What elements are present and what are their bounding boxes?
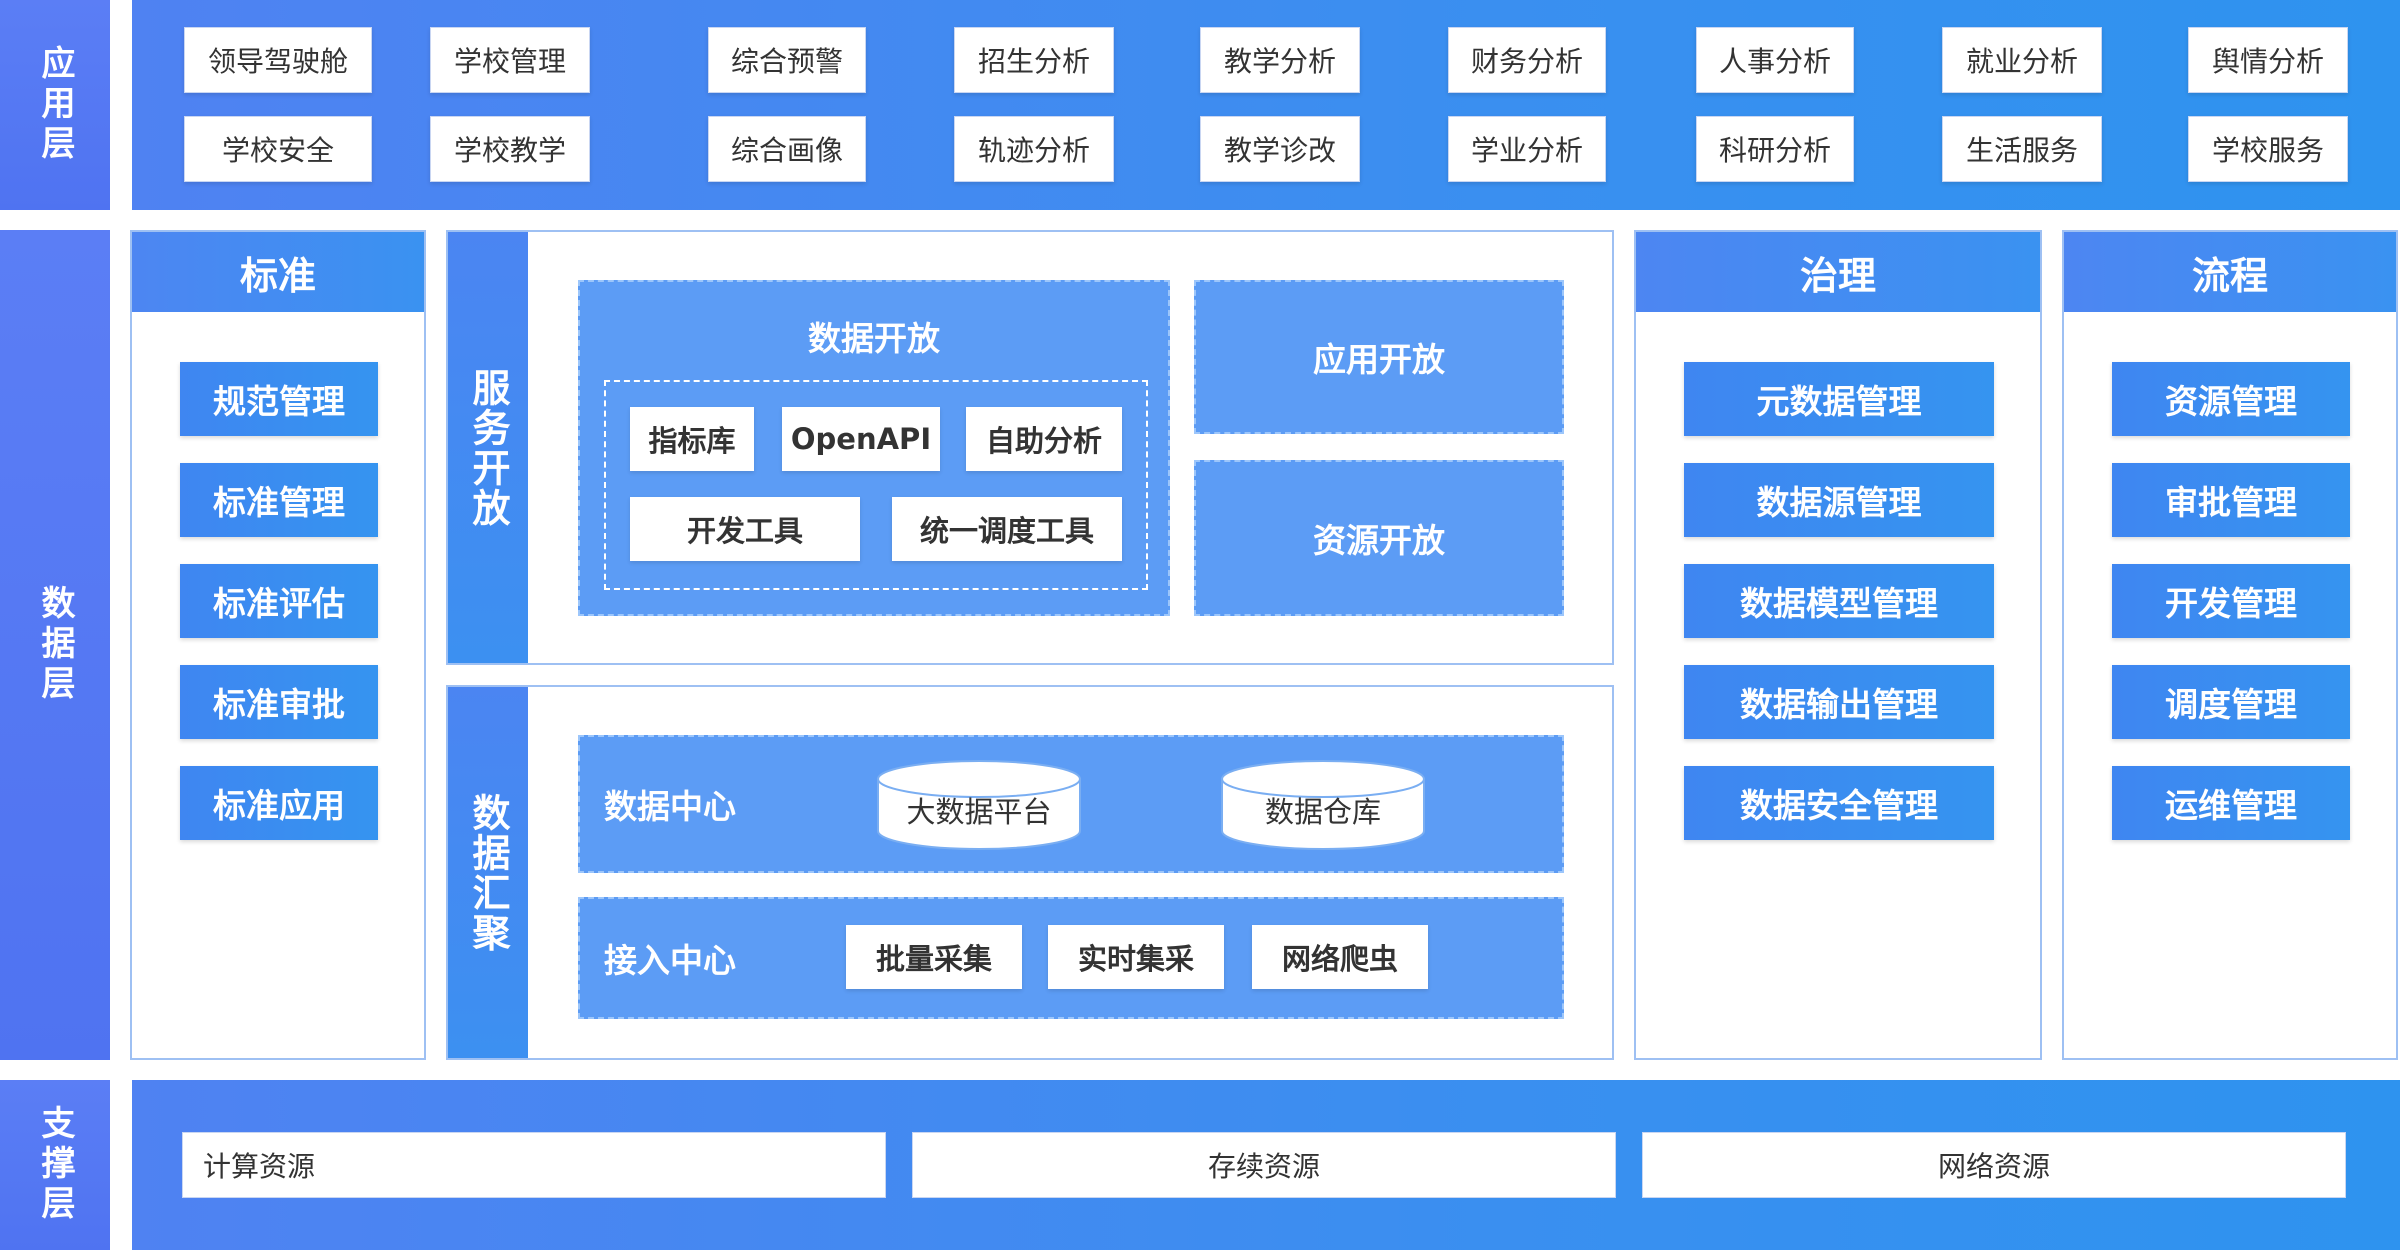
data-converge-panel: 数据汇聚 数据中心 大数据平台 数据仓库 接入中心 批量采集 实时集采 网络爬虫 <box>446 685 1614 1060</box>
data-converge-strip: 数据汇聚 <box>448 687 528 1058</box>
access-chip[interactable]: 实时集采 <box>1048 925 1224 989</box>
process-panel: 流程 资源管理 审批管理 开发管理 调度管理 运维管理 <box>2062 230 2398 1060</box>
app-module[interactable]: 科研分析 <box>1696 116 1854 182</box>
standard-item[interactable]: 标准应用 <box>180 766 378 840</box>
tool-chip[interactable]: 开发工具 <box>630 497 860 561</box>
store-label[interactable]: 大数据平台 <box>906 795 1052 829</box>
resource-open-label: 资源开放 <box>1313 521 1445 560</box>
standard-item[interactable]: 标准管理 <box>180 463 378 537</box>
resource-bar[interactable]: 计算资源 <box>182 1132 886 1198</box>
process-panel-title: 流程 <box>2064 232 2396 312</box>
app-module[interactable]: 综合预警 <box>708 27 866 93</box>
resource-bar[interactable]: 网络资源 <box>1642 1132 2346 1198</box>
app-module[interactable]: 学校安全 <box>184 116 372 182</box>
resource-bar[interactable]: 存续资源 <box>912 1132 1616 1198</box>
app-module[interactable]: 教学诊改 <box>1200 116 1360 182</box>
access-chip[interactable]: 批量采集 <box>846 925 1022 989</box>
data-converge-strip-label: 数据汇聚 <box>466 792 510 953</box>
service-open-strip-label: 服务开放 <box>466 367 510 528</box>
support-layer-label-text: 支撑层 <box>35 1105 75 1225</box>
governance-item[interactable]: 数据输出管理 <box>1684 665 1994 739</box>
process-item[interactable]: 调度管理 <box>2112 665 2350 739</box>
tool-chip[interactable]: 自助分析 <box>966 407 1122 471</box>
process-item[interactable]: 运维管理 <box>2112 766 2350 840</box>
resource-open-box[interactable]: 资源开放 <box>1194 460 1564 616</box>
tool-chip[interactable]: 统一调度工具 <box>892 497 1122 561</box>
app-open-label: 应用开放 <box>1313 340 1445 379</box>
app-module[interactable]: 人事分析 <box>1696 27 1854 93</box>
standard-item[interactable]: 标准评估 <box>180 564 378 638</box>
app-layer-label-text: 应用层 <box>35 45 75 165</box>
governance-panel-title: 治理 <box>1636 232 2040 312</box>
app-module[interactable]: 就业分析 <box>1942 27 2102 93</box>
app-module[interactable]: 财务分析 <box>1448 27 1606 93</box>
data-layer-label-text: 数据层 <box>35 585 75 705</box>
support-layer-band: 计算资源 存续资源 网络资源 <box>132 1080 2400 1250</box>
governance-item[interactable]: 数据安全管理 <box>1684 766 1994 840</box>
app-module[interactable]: 学校教学 <box>430 116 590 182</box>
access-center-label: 接入中心 <box>604 941 736 980</box>
standard-item[interactable]: 标准审批 <box>180 665 378 739</box>
app-module[interactable]: 学校管理 <box>430 27 590 93</box>
database-cylinder-icon <box>877 760 1081 850</box>
data-center-box: 数据中心 大数据平台 数据仓库 <box>578 735 1564 873</box>
app-layer-band: 领导驾驶舱 学校管理 综合预警 招生分析 教学分析 财务分析 人事分析 就业分析… <box>132 0 2400 210</box>
app-module[interactable]: 领导驾驶舱 <box>184 27 372 93</box>
data-open-box: 数据开放 指标库 OpenAPI 自助分析 开发工具 统一调度工具 <box>578 280 1170 616</box>
database-cylinder-icon <box>1221 760 1425 850</box>
governance-item[interactable]: 数据模型管理 <box>1684 564 1994 638</box>
app-module[interactable]: 综合画像 <box>708 116 866 182</box>
app-module[interactable]: 学校服务 <box>2188 116 2348 182</box>
process-item[interactable]: 资源管理 <box>2112 362 2350 436</box>
store-label[interactable]: 数据仓库 <box>1264 795 1381 829</box>
process-item[interactable]: 审批管理 <box>2112 463 2350 537</box>
app-module[interactable]: 生活服务 <box>1942 116 2102 182</box>
data-open-title: 数据开放 <box>808 319 940 358</box>
standard-item[interactable]: 规范管理 <box>180 362 378 436</box>
data-center-label: 数据中心 <box>604 787 736 826</box>
access-center-box: 接入中心 批量采集 实时集采 网络爬虫 <box>578 897 1564 1019</box>
standard-panel: 标准 规范管理 标准管理 标准评估 标准审批 标准应用 <box>130 230 426 1060</box>
app-module[interactable]: 教学分析 <box>1200 27 1360 93</box>
data-open-tools-group: 指标库 OpenAPI 自助分析 开发工具 统一调度工具 <box>604 380 1148 590</box>
app-layer-label: 应用层 <box>0 0 110 210</box>
data-layer-label: 数据层 <box>0 230 110 1060</box>
app-open-box[interactable]: 应用开放 <box>1194 280 1564 434</box>
tool-chip[interactable]: 指标库 <box>630 407 754 471</box>
governance-item[interactable]: 元数据管理 <box>1684 362 1994 436</box>
standard-panel-title: 标准 <box>132 232 424 312</box>
app-module[interactable]: 舆情分析 <box>2188 27 2348 93</box>
process-item[interactable]: 开发管理 <box>2112 564 2350 638</box>
governance-item[interactable]: 数据源管理 <box>1684 463 1994 537</box>
app-module[interactable]: 轨迹分析 <box>954 116 1114 182</box>
service-open-strip: 服务开放 <box>448 232 528 663</box>
access-chip[interactable]: 网络爬虫 <box>1252 925 1428 989</box>
service-open-panel: 服务开放 数据开放 指标库 OpenAPI 自助分析 开发工具 统一调度工具 应… <box>446 230 1614 665</box>
app-module[interactable]: 学业分析 <box>1448 116 1606 182</box>
support-layer-label: 支撑层 <box>0 1080 110 1250</box>
app-module[interactable]: 招生分析 <box>954 27 1114 93</box>
governance-panel: 治理 元数据管理 数据源管理 数据模型管理 数据输出管理 数据安全管理 <box>1634 230 2042 1060</box>
tool-chip[interactable]: OpenAPI <box>782 407 940 471</box>
